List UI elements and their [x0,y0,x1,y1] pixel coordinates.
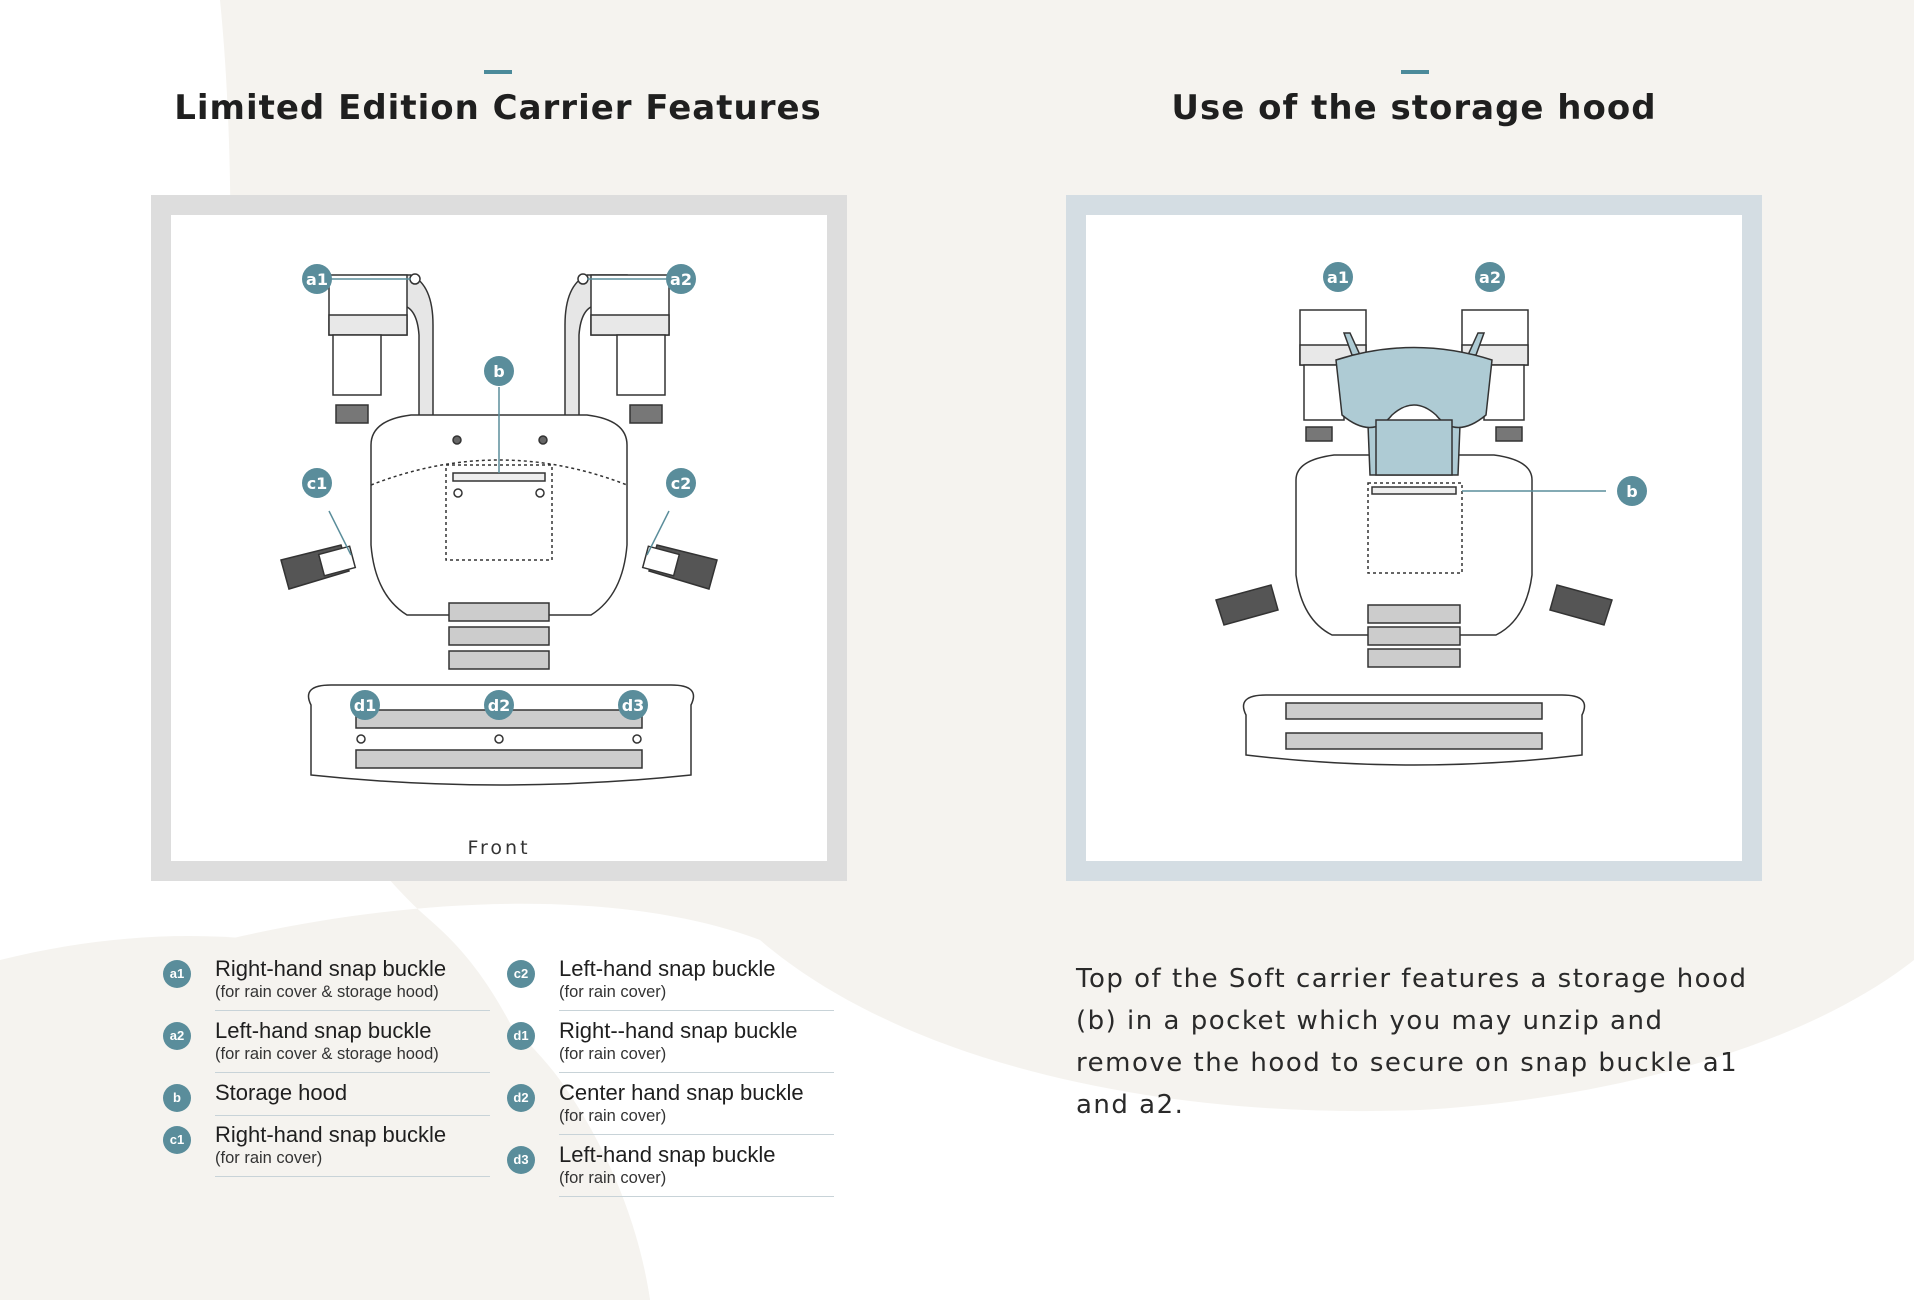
callout-a1: a1 [302,264,332,294]
hood-zipper [452,472,546,482]
callout-a1: a1 [1323,262,1353,292]
svg-text:d2: d2 [488,696,511,715]
svg-text:d1: d1 [354,696,377,715]
front-diagram-panel: a1 a2 b c1 c2 d1 d2 d3 Front [171,215,827,861]
legend-label: Left-hand snap buckle [559,1142,776,1167]
callout-a2: a2 [1475,262,1505,292]
hood-pocket [1367,482,1463,574]
legend-label: Left-hand snap buckle [559,956,776,981]
front-view-label: Front [467,837,531,859]
legend-label: Center hand snap buckle [559,1080,804,1105]
callout-a2: a2 [666,264,696,294]
legend-badge: d1 [507,1022,535,1050]
legend-label: Right-hand snap buckle [215,1122,447,1147]
legend-sublabel: (for rain cover) [559,1169,667,1187]
callout-c2: c2 [666,468,696,498]
callout-leaders [328,278,670,556]
svg-text:a1: a1 [1327,268,1349,287]
carrier-front-diagram: a1 a2 b c1 c2 d1 d2 d3 [280,264,718,786]
svg-text:a2: a2 [670,270,692,289]
legend-sublabel: (for rain cover) [559,1045,667,1063]
carrier-hood-illustration [1215,309,1613,766]
legend-badge: d3 [507,1146,535,1174]
legend-badge: c2 [507,960,535,988]
storage-hood-description: Top of the Soft carrier features a stora… [1076,964,1748,1120]
storage-hood-diagram-panel: a1 a2 b [1086,215,1742,861]
left-section-title: Limited Edition Carrier Features [174,88,822,128]
svg-text:c2: c2 [671,474,692,493]
callout-c1: c1 [302,468,332,498]
front-diagram-frame: a1 a2 b c1 c2 d1 d2 d3 Front [151,195,847,881]
left-title-accent [484,70,512,74]
svg-text:b: b [1626,482,1637,501]
legend-sublabel: (for rain cover) [215,1149,323,1167]
legend-sublabel: (for rain cover) [559,983,667,1001]
legend-label: Storage hood [215,1080,348,1105]
callout-d2: d2 [484,690,514,720]
legend-label: Left-hand snap buckle [215,1018,432,1043]
storage-hood-diagram-frame: a1 a2 b [1066,195,1762,881]
legend-badge: b [163,1084,191,1112]
carrier-front-illustration [280,273,718,786]
legend-label: Right-hand snap buckle [215,956,447,981]
legend-label: Right--hand snap buckle [559,1018,798,1043]
legend-badge: d2 [507,1084,535,1112]
legend-badge: a1 [163,960,191,988]
right-title-accent [1401,70,1429,74]
callout-d3: d3 [618,690,648,720]
svg-text:d3: d3 [622,696,645,715]
legend-badge: c1 [163,1126,191,1154]
svg-text:b: b [493,362,504,381]
right-section-title: Use of the storage hood [1171,88,1657,128]
callout-b: b [484,356,514,386]
svg-text:a2: a2 [1479,268,1501,287]
svg-text:c1: c1 [307,474,328,493]
callout-d1: d1 [350,690,380,720]
legend-sublabel: (for rain cover) [559,1107,667,1125]
carrier-hood-diagram: a1 a2 b [1215,262,1647,766]
left-side-buckle [1215,584,1279,626]
legend-sublabel: (for rain cover & storage hood) [215,1045,439,1063]
legend-badge: a2 [163,1022,191,1050]
right-side-buckle [1549,584,1613,626]
svg-text:a1: a1 [306,270,328,289]
legend-sublabel: (for rain cover & storage hood) [215,983,439,1001]
callout-b: b [1617,476,1647,506]
